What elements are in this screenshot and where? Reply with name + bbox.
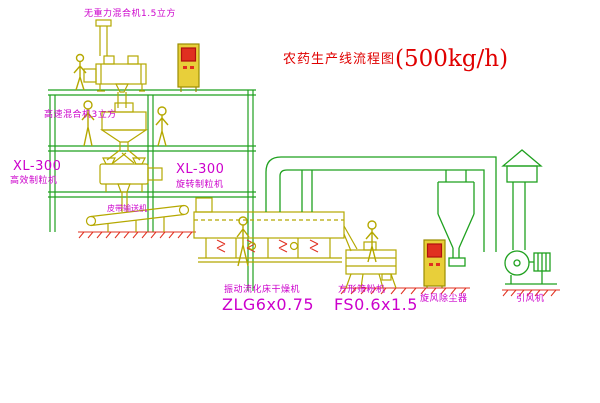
sifter-feed-chute <box>343 225 358 252</box>
label-induced-draft-fan: 引风机 <box>516 294 545 304</box>
label-sifter-model: FS0.6x1.5 <box>334 295 418 314</box>
label-granulator-right-name: 旋转制粒机 <box>176 180 224 190</box>
label-sifter-name: 方形筛粉机 <box>338 285 386 295</box>
worker-figure-1 <box>73 53 87 91</box>
fluid-bed-dryer <box>193 197 345 263</box>
label-dryer-name: 振动流化床干燥机 <box>224 285 301 295</box>
cabinet-screen <box>426 243 443 258</box>
cyclone-separator <box>437 181 475 267</box>
control-cabinet-1 <box>177 43 200 92</box>
zero-gravity-mixer <box>83 55 147 108</box>
granulator <box>99 157 163 212</box>
worker-figure-3 <box>155 106 169 147</box>
page-title: 农药生产线流程图 (500kg/h) <box>283 46 508 72</box>
belt-conveyor <box>85 204 190 232</box>
control-cabinet-2 <box>423 239 446 288</box>
induced-draft-fan <box>504 250 557 285</box>
square-sifter <box>345 241 397 289</box>
ground-hatch <box>78 231 560 297</box>
title-capacity: (500kg/h) <box>395 46 509 72</box>
label-top-mixer: 无重力混合机1.5立方 <box>84 9 176 19</box>
label-dryer-model: ZLG6x0.75 <box>222 295 315 314</box>
building-structure <box>48 89 256 291</box>
top-feed-chute <box>95 19 112 56</box>
cabinet-screen <box>180 47 197 62</box>
label-belt-conveyor: 皮带输送机 <box>107 204 147 213</box>
high-speed-mixer <box>100 102 148 151</box>
label-granulator-left-name: 高效制粒机 <box>10 176 58 186</box>
exhaust-stack <box>501 149 543 250</box>
label-granulator-left-model: XL-300 <box>13 159 62 174</box>
label-high-speed-mixer: 高速混合机3立方 <box>44 110 117 120</box>
label-dust-collector: 旋风除尘器 <box>420 294 468 304</box>
worker-figure-4 <box>236 216 250 267</box>
y-feed-pipe <box>106 149 141 164</box>
worker-figure-2 <box>81 100 95 147</box>
exhaust-duct <box>265 156 497 252</box>
worker-figure-5 <box>365 220 379 263</box>
label-granulator-right-model: XL-300 <box>176 162 225 177</box>
title-chinese: 农药生产线流程图 <box>283 52 396 67</box>
